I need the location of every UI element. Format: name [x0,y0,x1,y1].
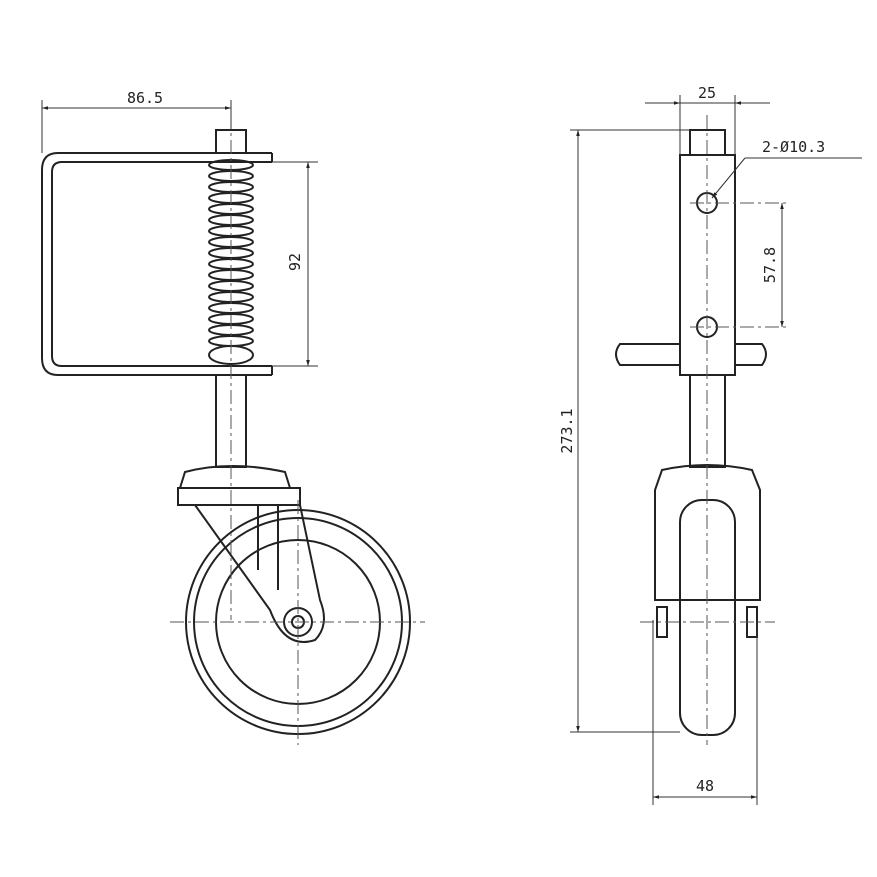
dim-wheel-width: 48 [696,777,714,795]
dim-spring-height: 92 [286,253,304,271]
bracket [41,152,273,376]
dim-pin-width: 25 [698,84,716,102]
fork [194,504,325,643]
dim-total-height: 273.1 [558,408,576,453]
front-view: 25 2-Ø10.3 57.8 273.1 48 [558,84,862,805]
fork-rib [257,505,279,590]
side-view: 86.5 92 [41,89,425,745]
dim-hole-spacing: 57.8 [761,247,779,283]
swivel-plate [177,465,301,506]
fork [654,464,761,601]
dim-bracket-width: 86.5 [127,89,163,107]
dim-holes: 2-Ø10.3 [762,138,825,156]
cross-bar [615,343,767,366]
